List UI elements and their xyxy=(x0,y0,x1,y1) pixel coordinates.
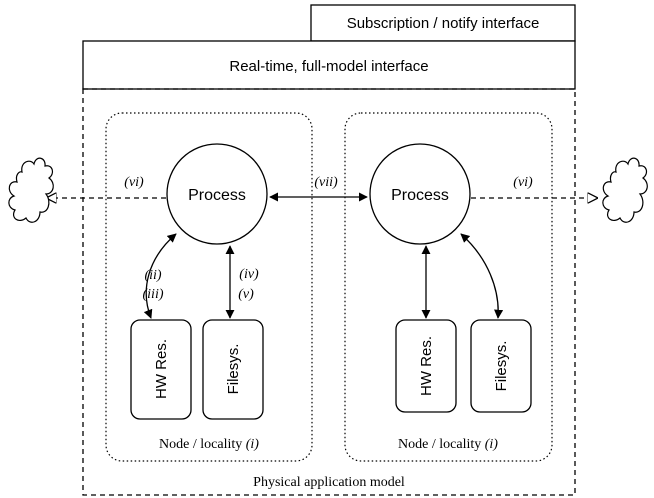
realtime-interface-label: Real-time, full-model interface xyxy=(229,58,428,75)
left-filesystem-box xyxy=(202,319,264,420)
left-label-vi: (vi) xyxy=(124,175,144,190)
right-label-vi: (vi) xyxy=(513,175,533,190)
right-filesystem-label: Filesys. xyxy=(493,341,510,392)
right-cloud-icon xyxy=(602,157,648,223)
physical-model-caption: Physical application model xyxy=(253,475,405,490)
left-hw-resources-box xyxy=(130,319,192,420)
left-process-hw-arrow xyxy=(143,233,177,319)
left-node-locality xyxy=(105,112,313,462)
realtime-interface-box xyxy=(82,40,576,90)
right-node-caption: Node / locality (i) xyxy=(398,437,498,452)
left-label-ii: (ii) xyxy=(144,268,161,283)
left-label-v: (v) xyxy=(238,287,254,302)
left-filesystem-label: Filesys. xyxy=(225,344,242,395)
left-process-label: Process xyxy=(188,187,246,204)
right-process-circle xyxy=(369,143,471,245)
left-hw-resources-label: HW Res. xyxy=(153,339,170,399)
right-hw-resources-label: HW Res. xyxy=(418,336,435,396)
left-node-caption: Node / locality (i) xyxy=(159,437,259,452)
left-cloud-icon xyxy=(8,157,54,223)
right-process-fs-arrow xyxy=(460,233,504,319)
left-label-iii: (iii) xyxy=(143,287,164,302)
physical-model-box xyxy=(82,88,576,496)
left-process-circle xyxy=(166,143,268,245)
subscription-interface-box xyxy=(310,4,576,42)
left-label-iv: (iv) xyxy=(239,267,259,282)
subscription-interface-label: Subscription / notify interface xyxy=(347,15,540,32)
right-filesystem-box xyxy=(470,319,532,413)
link-label-vii: (vii) xyxy=(314,175,338,190)
right-hw-resources-box xyxy=(395,319,457,413)
right-process-label: Process xyxy=(391,187,449,204)
right-node-locality xyxy=(344,112,553,462)
